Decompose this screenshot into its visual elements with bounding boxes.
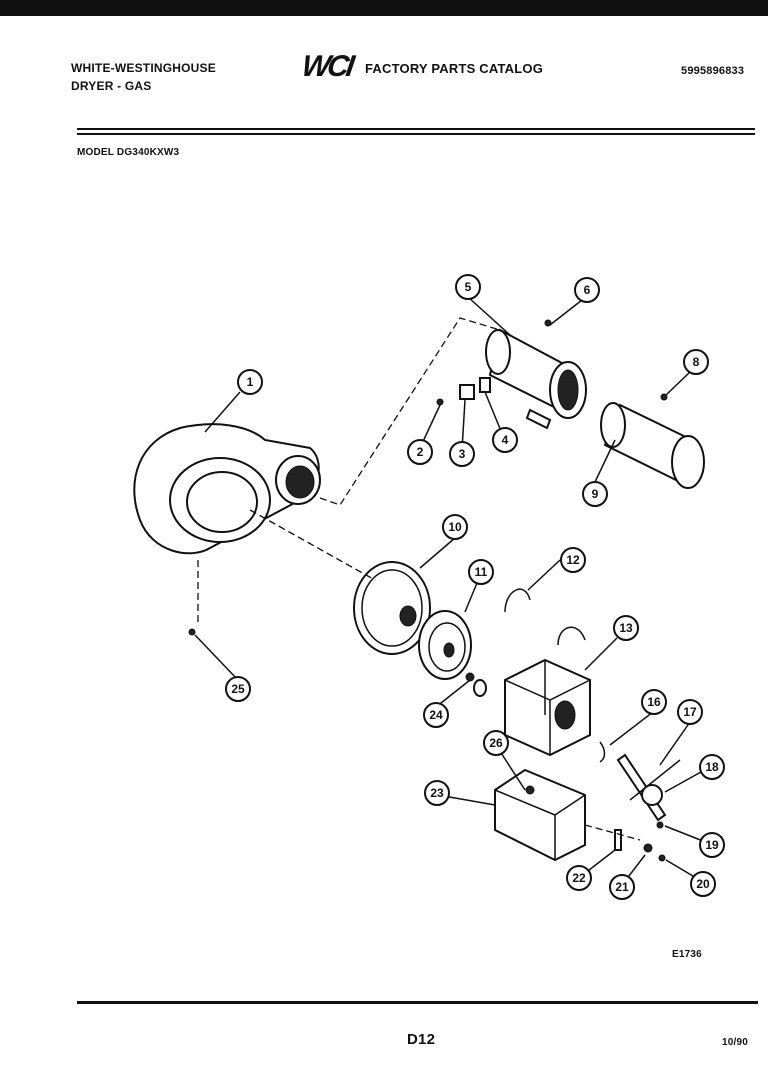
duct-cylinder xyxy=(485,328,587,430)
callout-12: 12 xyxy=(560,547,586,573)
callout-11: 11 xyxy=(468,559,494,585)
exhaust-duct xyxy=(600,402,705,489)
clip-26 xyxy=(525,785,535,795)
page-number: D12 xyxy=(407,1031,436,1048)
svg-text:17: 17 xyxy=(683,705,697,719)
svg-text:26: 26 xyxy=(489,736,503,750)
screw-2 xyxy=(436,398,444,406)
svg-text:24: 24 xyxy=(429,708,443,722)
callout-17: 17 xyxy=(677,699,703,725)
blower-housing xyxy=(133,423,321,555)
svg-text:3: 3 xyxy=(459,447,466,461)
blower-wheel xyxy=(353,561,431,655)
revision-date: 10/90 xyxy=(722,1037,749,1048)
svg-text:8: 8 xyxy=(693,355,700,369)
screw-20 xyxy=(658,854,666,862)
spring-16 xyxy=(599,741,606,763)
callout-24: 24 xyxy=(423,702,449,728)
callout-20: 20 xyxy=(690,871,716,897)
callout-10: 10 xyxy=(442,514,468,540)
callout-26: 26 xyxy=(483,730,509,756)
svg-text:20: 20 xyxy=(696,877,710,891)
callout-3: 3 xyxy=(449,441,475,467)
svg-text:23: 23 xyxy=(430,786,444,800)
screw-8 xyxy=(660,393,668,401)
svg-text:6: 6 xyxy=(584,283,591,297)
assembly-line xyxy=(249,509,376,581)
svg-text:10: 10 xyxy=(448,520,462,534)
catalog-part-number: 5995896833 xyxy=(681,65,745,77)
catalog-title: FACTORY PARTS CATALOG xyxy=(365,61,544,76)
header-rule-bottom xyxy=(77,133,755,135)
leader-lines xyxy=(194,296,711,886)
svg-text:16: 16 xyxy=(647,695,661,709)
svg-text:1: 1 xyxy=(247,375,254,389)
motor-mount xyxy=(494,768,586,862)
callout-4: 4 xyxy=(492,427,518,453)
motor-clips xyxy=(504,588,586,646)
svg-text:11: 11 xyxy=(475,565,488,579)
bolt-22 xyxy=(614,829,622,851)
callout-25: 25 xyxy=(225,676,251,702)
assembly-line xyxy=(584,824,641,841)
screw-19 xyxy=(656,821,664,829)
washer-21 xyxy=(643,843,653,853)
svg-text:5: 5 xyxy=(465,280,472,294)
svg-text:18: 18 xyxy=(705,760,719,774)
callout-21: 21 xyxy=(609,874,635,900)
callout-18: 18 xyxy=(699,754,725,780)
washer-24 xyxy=(465,672,475,682)
callout-6: 6 xyxy=(574,277,600,303)
callout-9: 9 xyxy=(582,481,608,507)
screw-6 xyxy=(544,319,552,327)
top-border-band xyxy=(0,0,768,16)
screw-25 xyxy=(188,628,196,636)
callout-23: 23 xyxy=(424,780,450,806)
assembly-line xyxy=(319,317,501,506)
bracket-4 xyxy=(479,377,491,393)
svg-text:2: 2 xyxy=(417,445,424,459)
callout-1: 1 xyxy=(237,369,263,395)
callout-22: 22 xyxy=(566,865,592,891)
appliance-type: DRYER - GAS xyxy=(71,79,152,93)
svg-text:9: 9 xyxy=(592,487,599,501)
callout-19: 19 xyxy=(699,832,725,858)
svg-text:12: 12 xyxy=(566,553,580,567)
footer-rule xyxy=(77,1001,758,1004)
svg-text:25: 25 xyxy=(231,682,245,696)
svg-text:13: 13 xyxy=(619,621,633,635)
brand-line: WHITE-WESTINGHOUSE xyxy=(71,61,216,75)
svg-text:21: 21 xyxy=(615,880,629,894)
clamp-3 xyxy=(459,384,475,400)
blower-seal xyxy=(418,610,472,680)
svg-text:22: 22 xyxy=(572,871,586,885)
header-rule-top xyxy=(77,128,755,130)
svg-text:19: 19 xyxy=(705,838,719,852)
figure-code: E1736 xyxy=(672,949,702,960)
callout-16: 16 xyxy=(641,689,667,715)
callout-2: 2 xyxy=(407,439,433,465)
callout-5: 5 xyxy=(455,274,481,300)
callout-8: 8 xyxy=(683,349,709,375)
idler-assembly xyxy=(616,753,681,822)
callout-13: 13 xyxy=(613,615,639,641)
svg-text:4: 4 xyxy=(502,433,509,447)
model-number: MODEL DG340KXW3 xyxy=(77,147,180,158)
